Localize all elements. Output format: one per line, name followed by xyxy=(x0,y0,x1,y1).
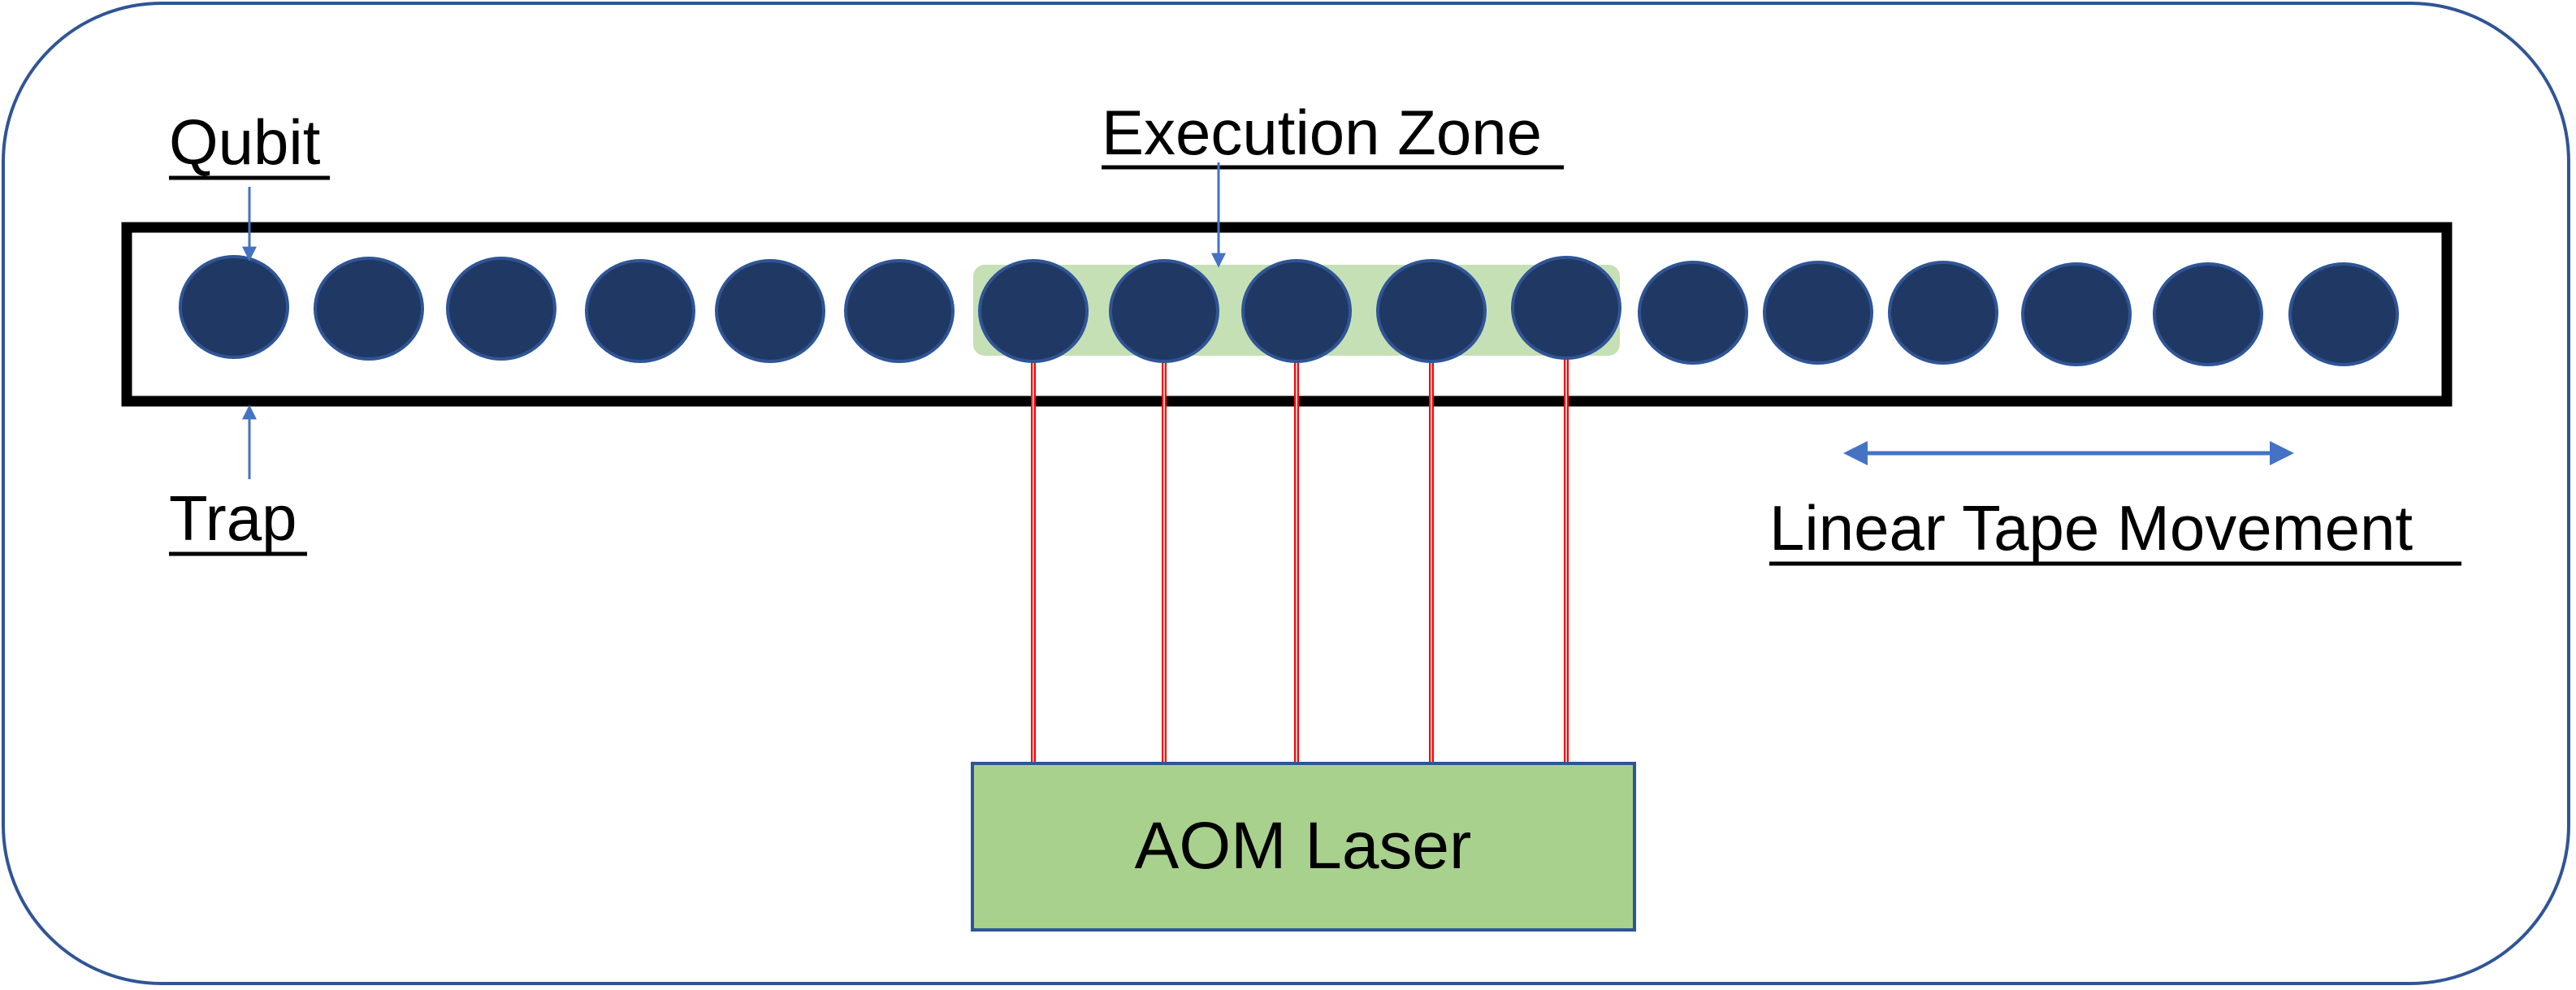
trap-label: Trap xyxy=(169,482,297,554)
qubit xyxy=(1109,259,1219,363)
qubit xyxy=(2288,262,2399,366)
qubit xyxy=(2153,262,2263,366)
qubit xyxy=(978,259,1089,363)
qubit xyxy=(1888,261,1998,365)
qubit xyxy=(314,257,424,361)
qubit xyxy=(1511,256,1621,360)
qubit xyxy=(715,259,825,363)
qubit xyxy=(1376,259,1487,363)
qubit xyxy=(446,257,556,361)
qubit xyxy=(1763,261,1873,365)
qubit xyxy=(844,259,955,363)
qubit-label: Qubit xyxy=(169,106,321,178)
qubit xyxy=(1241,259,1352,363)
qubit xyxy=(1638,261,1748,365)
linear-tape-movement-label: Linear Tape Movement xyxy=(1769,492,2413,564)
qubit xyxy=(179,255,289,359)
aom-laser-box xyxy=(971,762,1636,932)
qubit xyxy=(585,259,695,363)
qubit xyxy=(2021,262,2132,366)
trap xyxy=(121,222,2453,407)
execution-zone-label: Execution Zone xyxy=(1102,97,1542,168)
aom-laser-label: AOM Laser xyxy=(1135,809,1472,883)
laser-beams xyxy=(1031,357,1569,765)
qubit-row xyxy=(179,255,2399,366)
